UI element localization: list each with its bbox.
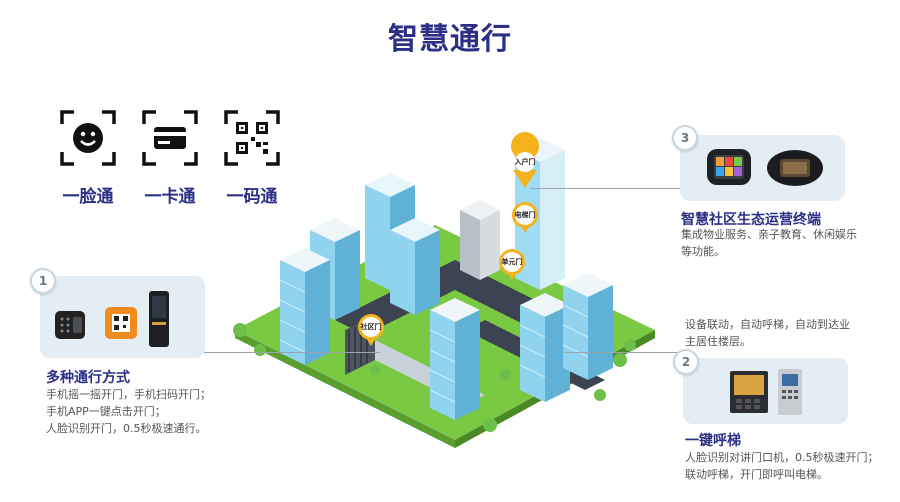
feature-number-badge: 2 xyxy=(673,349,699,375)
feature-description: 人脸识别对讲门口机，0.5秒极速开门； 联动呼梯，开门即呼叫电梯。 xyxy=(685,451,879,481)
qr-scanner-device-icon xyxy=(105,307,137,339)
qr-code-icon xyxy=(224,110,280,166)
building xyxy=(563,273,613,380)
feature-number-badge: 3 xyxy=(672,125,698,151)
feature-description: 手机摇一摇开门，手机扫码开门； 手机APP一键点击开门； 人脸识别开门，0.5秒… xyxy=(46,388,211,435)
keypad-device-icon xyxy=(55,311,85,339)
pin-label: 电梯门 xyxy=(515,210,536,219)
feature-number-badge: 1 xyxy=(30,268,56,294)
tablet-terminal-icon xyxy=(707,149,751,185)
feature-title: 智慧社区生态运营终端 xyxy=(681,212,821,228)
pin-label: 社区门 xyxy=(360,322,382,331)
access-mode-label: 一码通 xyxy=(226,187,278,207)
access-mode-qr: 一码通 xyxy=(212,108,292,207)
feature-description: 集成物业服务、亲子教育、休闲娱乐 等功能。 xyxy=(681,228,857,258)
feature-card-1 xyxy=(40,276,205,358)
access-mode-label: 一脸通 xyxy=(62,187,114,207)
building xyxy=(460,200,500,280)
building xyxy=(280,248,330,365)
pin-unit-door: 单元门 xyxy=(499,249,525,280)
pin-label: 单元门 xyxy=(502,257,523,266)
feature-title: 多种通行方式 xyxy=(46,370,130,386)
pin-label: 入户门 xyxy=(514,157,536,166)
feature-card-2 xyxy=(683,358,848,424)
feature-title: 一键呼梯 xyxy=(685,433,741,449)
feature-note: 设备联动，自动呼梯，自动到达业 主居住楼层。 xyxy=(685,318,850,348)
card-icon xyxy=(142,110,198,166)
feature-card-3 xyxy=(680,135,845,201)
pin-community-gate: 社区门 xyxy=(358,314,384,346)
access-mode-card: 一卡通 xyxy=(130,108,210,207)
connector-line xyxy=(565,352,685,353)
intercom-screen-icon xyxy=(730,371,768,413)
connector-line xyxy=(200,352,380,353)
door-station-icon xyxy=(778,369,802,415)
community-illustration: 入户门 电梯门 单元门 社区门 xyxy=(233,132,655,448)
face-terminal-device-icon xyxy=(149,291,169,347)
pin-elevator-door: 电梯门 xyxy=(512,202,538,233)
pin-entry-door: 入户门 xyxy=(511,132,540,188)
building xyxy=(520,293,570,402)
access-mode-label: 一卡通 xyxy=(144,187,196,207)
access-mode-face: 一脸通 xyxy=(48,108,128,207)
building xyxy=(390,218,440,315)
connector-line xyxy=(530,188,680,189)
tree xyxy=(233,323,636,432)
face-scan-icon xyxy=(60,110,116,166)
speaker-terminal-icon xyxy=(767,150,823,186)
page-title: 智慧通行 xyxy=(388,22,512,57)
